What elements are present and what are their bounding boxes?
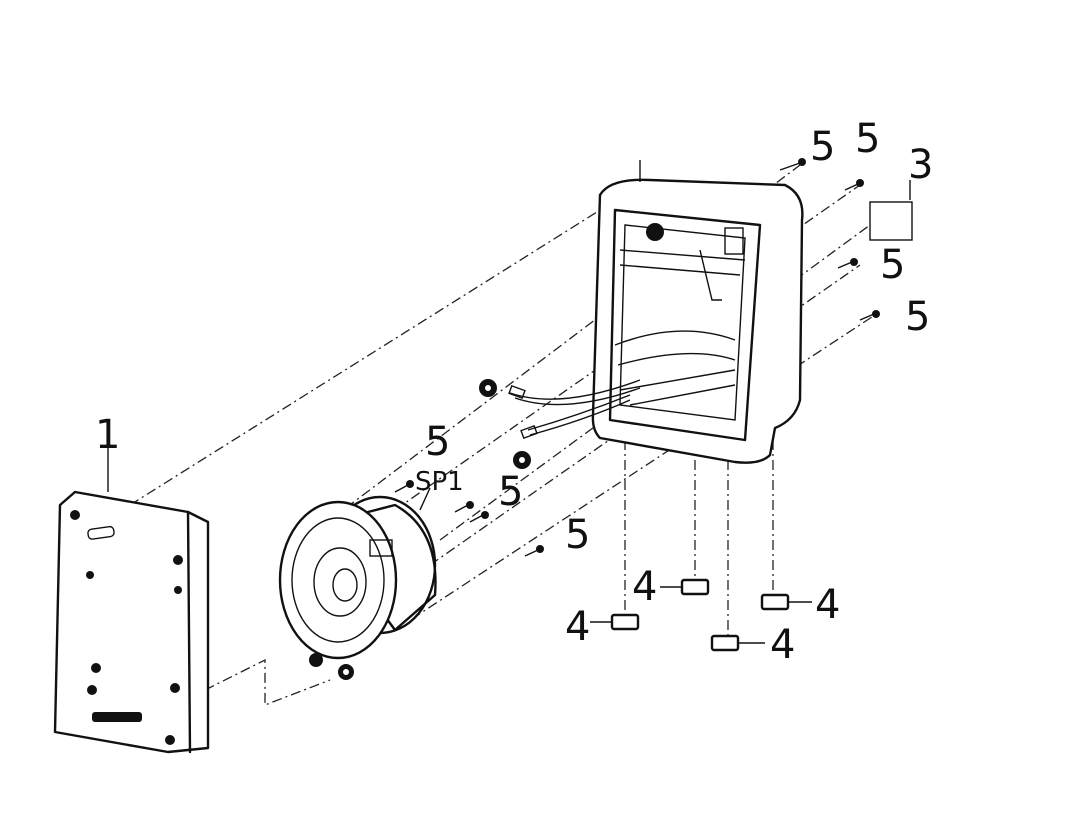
screw-icon — [469, 511, 489, 523]
screw-icon — [844, 179, 864, 191]
callout-front-grille: 1 — [95, 412, 120, 458]
screw-icon — [454, 501, 474, 513]
guide-line — [394, 314, 876, 631]
screw-icon — [779, 158, 806, 171]
speaker-unit — [278, 495, 437, 680]
screw-icon — [524, 545, 544, 557]
label-plate — [869, 201, 913, 241]
guide-line — [204, 658, 331, 706]
callout-foot-a: 4 — [565, 604, 590, 650]
rubber-feet — [590, 578, 812, 652]
screws — [394, 158, 880, 557]
callout-speaker-screw-low: 5 — [565, 512, 590, 558]
foot-pad — [710, 634, 740, 652]
wire-leads — [479, 379, 641, 469]
callout-cabinet-screw-top-b: 5 — [855, 116, 880, 162]
foot-pad — [760, 593, 790, 611]
screw-icon — [837, 258, 858, 269]
logo-badge — [92, 712, 142, 722]
guide-line — [329, 164, 801, 521]
callout-cabinet-screw-top-a: 5 — [810, 124, 835, 170]
leader-lines — [107, 448, 431, 511]
callout-cabinet-screw-right-b: 5 — [905, 294, 930, 340]
callout-cabinet-screw-right-a: 5 — [880, 242, 905, 288]
speaker-cabinet — [591, 160, 804, 464]
callout-foot-b: 4 — [632, 564, 657, 610]
screw-icon — [859, 310, 880, 321]
callout-foot-d: 4 — [770, 622, 795, 668]
callout-labels: 1 SP1 5 5 5 5 5 5 5 3 4 4 4 4 — [95, 116, 933, 668]
foot-pad — [680, 578, 710, 596]
callout-label-plate: 3 — [908, 142, 933, 188]
callout-speaker-screw-mid: 5 — [498, 469, 523, 515]
callout-speaker-screw-top: 5 — [425, 419, 450, 465]
screw-icon — [394, 480, 414, 493]
callout-speaker-unit: SP1 — [415, 467, 464, 497]
guide-line — [129, 184, 641, 506]
foot-pad — [610, 613, 640, 631]
front-grille-panel — [53, 490, 210, 754]
callout-foot-c: 4 — [815, 582, 840, 628]
